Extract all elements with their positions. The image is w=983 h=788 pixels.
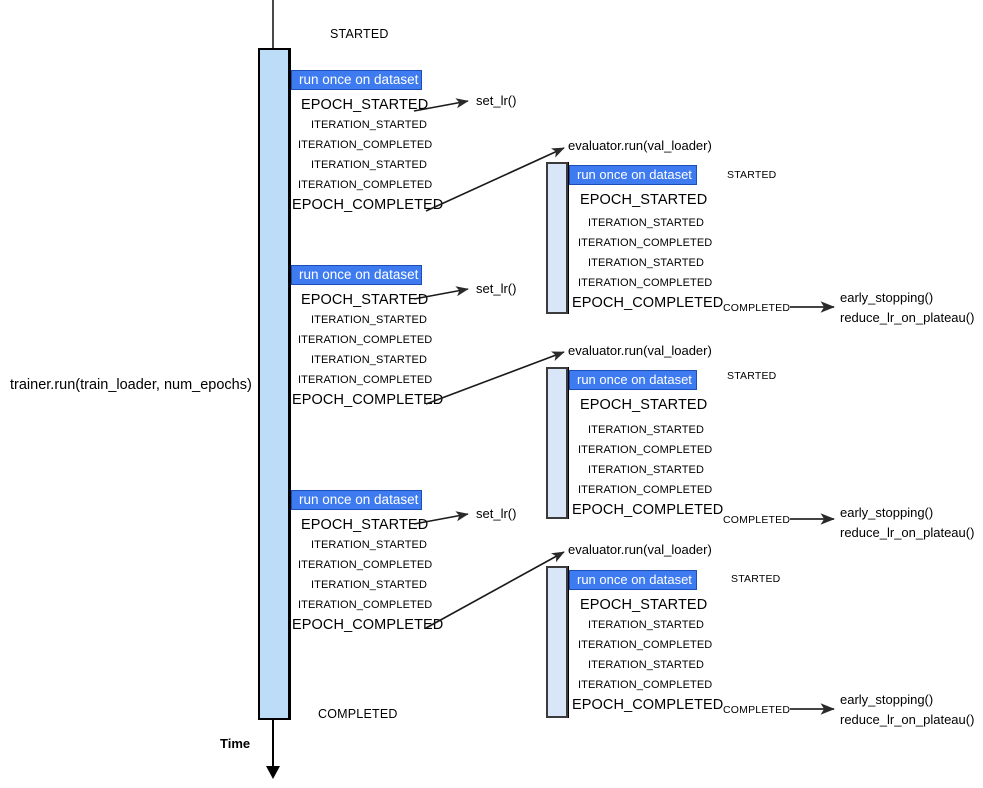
trainer-epoch-1-iteration-2: ITERATION_COMPLETED: [298, 139, 433, 151]
arrow-epoch3-to-evaluator3: [425, 551, 565, 629]
trainer-epoch-1-epoch-started: EPOCH_STARTED: [301, 97, 429, 113]
trainer-epoch-1-epoch-completed: EPOCH_COMPLETED: [292, 197, 444, 213]
evaluator-1-run-call-label: evaluator.run(val_loader): [568, 138, 712, 153]
trainer-state-started: STARTED: [330, 27, 389, 41]
evaluator-3-iteration-2: ITERATION_COMPLETED: [578, 639, 713, 651]
timeline-top-line: [272, 0, 274, 48]
evaluator-1-iteration-2: ITERATION_COMPLETED: [578, 237, 713, 249]
evaluator-1-state-completed: COMPLETED: [723, 302, 791, 314]
evaluator-2-iteration-2: ITERATION_COMPLETED: [578, 444, 713, 456]
trainer-epoch-2-epoch-completed: EPOCH_COMPLETED: [292, 392, 444, 408]
trainer-epoch-3-iteration-2: ITERATION_COMPLETED: [298, 559, 433, 571]
trainer-epoch-1-iteration-3: ITERATION_STARTED: [311, 159, 427, 171]
trainer-epoch-1-run-once-badge: run once on dataset: [291, 70, 422, 90]
evaluator-3-epoch-completed: EPOCH_COMPLETED: [572, 697, 724, 713]
trainer-epoch-2-iteration-4: ITERATION_COMPLETED: [298, 374, 433, 386]
evaluator-1-iteration-3: ITERATION_STARTED: [588, 257, 704, 269]
trainer-epoch-1-set-lr-handler: set_lr(): [476, 93, 517, 108]
evaluator-3-iteration-3: ITERATION_STARTED: [588, 659, 704, 671]
trainer-state-completed: COMPLETED: [318, 707, 398, 721]
evaluator-1-handler-reduce-lr: reduce_lr_on_plateau(): [840, 310, 975, 325]
trainer-epoch-3-set-lr-handler: set_lr(): [476, 506, 517, 521]
trainer-epoch-3-iteration-1: ITERATION_STARTED: [311, 539, 427, 551]
evaluator-2-epoch-started: EPOCH_STARTED: [580, 397, 708, 413]
evaluator-2-handler-early-stopping: early_stopping(): [840, 505, 934, 520]
arrow-epoch2-to-evaluator2: [425, 351, 565, 405]
timeline-arrow-head: [266, 766, 280, 779]
evaluator-3-run-once-badge: run once on dataset: [569, 570, 697, 590]
evaluator-1-state-started: STARTED: [727, 169, 777, 181]
evaluator-1-iteration-4: ITERATION_COMPLETED: [578, 277, 713, 289]
evaluator-2-state-started: STARTED: [727, 370, 777, 382]
evaluator-3-state-completed: COMPLETED: [723, 704, 791, 716]
evaluator-2-event-column-rule: [568, 367, 569, 519]
trainer-epoch-2-set-lr-handler: set_lr(): [476, 281, 517, 296]
trainer-run-label: trainer.run(train_loader, num_epochs): [10, 377, 252, 393]
trainer-epoch-2-iteration-2: ITERATION_COMPLETED: [298, 334, 433, 346]
evaluator-2-epoch-completed: EPOCH_COMPLETED: [572, 502, 724, 518]
evaluator-1-iteration-1: ITERATION_STARTED: [588, 217, 704, 229]
trainer-run-bar: [258, 48, 290, 720]
trainer-epoch-3-epoch-completed: EPOCH_COMPLETED: [292, 617, 444, 633]
evaluator-1-event-column-rule: [568, 162, 569, 314]
evaluator-2-run-bar: [546, 367, 568, 519]
trainer-epoch-1-iteration-1: ITERATION_STARTED: [311, 119, 427, 131]
trainer-epoch-3-iteration-3: ITERATION_STARTED: [311, 579, 427, 591]
evaluator-3-state-started: STARTED: [731, 573, 781, 585]
time-axis-label: Time: [220, 736, 251, 751]
evaluator-2-iteration-3: ITERATION_STARTED: [588, 464, 704, 476]
evaluator-1-run-bar: [546, 162, 568, 314]
evaluator-1-epoch-completed: EPOCH_COMPLETED: [572, 295, 724, 311]
trainer-epoch-2-iteration-1: ITERATION_STARTED: [311, 314, 427, 326]
evaluator-3-run-call-label: evaluator.run(val_loader): [568, 542, 712, 557]
trainer-epoch-2-iteration-3: ITERATION_STARTED: [311, 354, 427, 366]
evaluator-2-run-call-label: evaluator.run(val_loader): [568, 343, 712, 358]
evaluator-2-state-completed: COMPLETED: [723, 514, 791, 526]
evaluator-1-epoch-started: EPOCH_STARTED: [580, 192, 708, 208]
trainer-epoch-3-iteration-4: ITERATION_COMPLETED: [298, 599, 433, 611]
trainer-epoch-1-iteration-4: ITERATION_COMPLETED: [298, 179, 433, 191]
evaluator-3-iteration-4: ITERATION_COMPLETED: [578, 679, 713, 691]
evaluator-2-run-once-badge: run once on dataset: [569, 370, 697, 390]
arrow-epoch1-to-evaluator1: [425, 147, 565, 212]
evaluator-1-run-once-badge: run once on dataset: [569, 165, 697, 185]
evaluator-2-iteration-1: ITERATION_STARTED: [588, 424, 704, 436]
trainer-epoch-3-epoch-started: EPOCH_STARTED: [301, 517, 429, 533]
evaluator-3-epoch-started: EPOCH_STARTED: [580, 597, 708, 613]
evaluator-3-run-bar: [546, 566, 568, 718]
evaluator-3-handler-reduce-lr: reduce_lr_on_plateau(): [840, 712, 975, 727]
timeline-bottom-line: [272, 720, 274, 768]
evaluator-3-event-column-rule: [568, 566, 569, 718]
evaluator-3-iteration-1: ITERATION_STARTED: [588, 619, 704, 631]
trainer-epoch-3-run-once-badge: run once on dataset: [291, 490, 422, 510]
evaluator-2-iteration-4: ITERATION_COMPLETED: [578, 484, 713, 496]
trainer-epoch-2-run-once-badge: run once on dataset: [291, 265, 422, 285]
trainer-event-column-rule: [290, 48, 291, 720]
evaluator-1-handler-early-stopping: early_stopping(): [840, 290, 934, 305]
evaluator-3-handler-early-stopping: early_stopping(): [840, 692, 934, 707]
trainer-epoch-2-epoch-started: EPOCH_STARTED: [301, 292, 429, 308]
evaluator-2-handler-reduce-lr: reduce_lr_on_plateau(): [840, 525, 975, 540]
